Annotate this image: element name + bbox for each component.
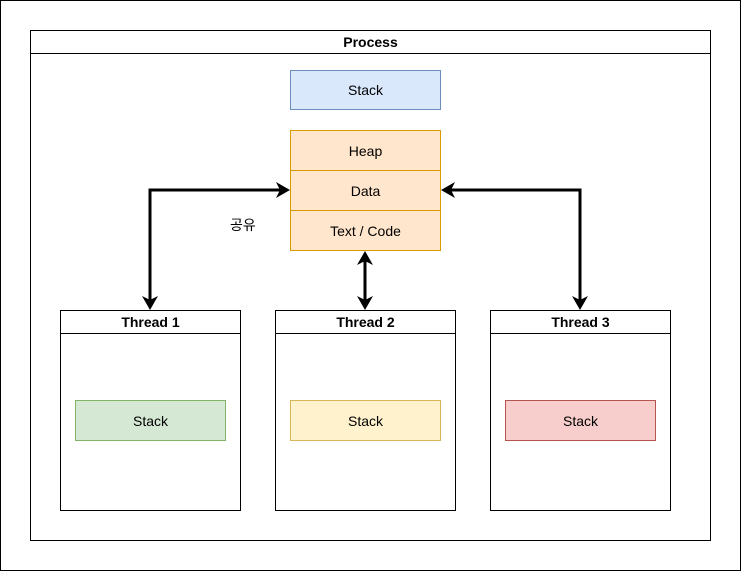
data-segment-label: Data: [350, 182, 381, 199]
code-segment: Text / Code: [290, 210, 441, 251]
process-title: Process: [31, 31, 710, 54]
process-stack: Stack: [290, 70, 441, 110]
thread-1-title: Thread 1: [61, 311, 240, 334]
arrow-thread3-to-data: [449, 188, 582, 302]
code-segment-label: Text / Code: [330, 222, 401, 239]
shared-label: 공유: [230, 217, 256, 233]
thread-3-stack: Stack: [505, 400, 656, 441]
arrow-thread1-to-data: [148, 188, 282, 302]
thread-3-stack-label: Stack: [562, 412, 598, 429]
data-segment: Data: [290, 170, 441, 211]
process-stack-label: Stack: [347, 82, 383, 98]
arrowhead-thread1-top: [276, 182, 290, 198]
thread-2-stack: Stack: [290, 400, 441, 441]
heap-segment-label: Heap: [348, 142, 383, 159]
arrowhead-thread2-bottom: [357, 296, 373, 310]
arrowhead-thread3-bottom: [572, 296, 588, 310]
thread-1-stack-label: Stack: [132, 412, 168, 429]
thread-3-title: Thread 3: [491, 311, 670, 334]
thread-2-title: Thread 2: [276, 311, 455, 334]
arrowhead-thread2-top: [357, 251, 373, 265]
thread-1-stack: Stack: [75, 400, 226, 441]
arrowhead-thread3-top: [441, 182, 455, 198]
thread-2-stack-label: Stack: [347, 412, 383, 429]
arrowhead-thread1-bottom: [142, 296, 158, 310]
